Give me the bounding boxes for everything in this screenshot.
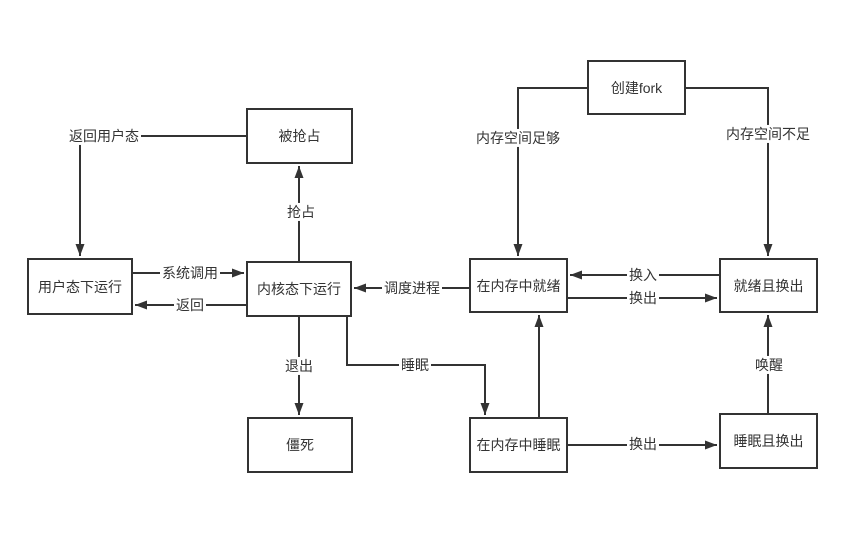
node-ready-swapped-label: 就绪且换出: [733, 277, 804, 294]
node-user-run-label: 用户态下运行: [38, 278, 122, 295]
edge-label-return: 返回: [174, 295, 206, 315]
node-create-fork: 创建fork: [587, 60, 686, 115]
node-sleep-swapped: 睡眠且换出: [719, 413, 818, 469]
edge-preempted-to-user-run: [75, 135, 246, 256]
node-zombie: 僵死: [247, 417, 353, 473]
node-ready-in-memory-label: 在内存中就绪: [476, 277, 561, 294]
edge-label-memory-enough: 内存空间足够: [474, 128, 562, 148]
edge-fork-to-ready-in-memory: [513, 87, 587, 256]
edge-label-wakeup: 唤醒: [753, 355, 785, 375]
edge-label-return-to-user: 返回用户态: [67, 126, 141, 146]
node-sleep-in-memory: 在内存中睡眠: [469, 417, 568, 473]
node-user-run: 用户态下运行: [27, 258, 133, 315]
node-preempted-label: 被抢占: [278, 128, 321, 144]
edge-label-swap-out-sleep: 换出: [627, 434, 659, 454]
edge-label-exit: 退出: [283, 356, 315, 376]
node-create-fork-label: 创建fork: [610, 79, 663, 96]
edge-label-preempt: 抢占: [285, 202, 317, 222]
node-zombie-label: 僵死: [286, 437, 314, 453]
node-kernel-run: 内核态下运行: [246, 261, 352, 317]
node-kernel-run-label: 内核态下运行: [257, 281, 341, 297]
edge-label-sleep: 睡眠: [399, 355, 431, 375]
edge-label-schedule-process: 调度进程: [382, 278, 442, 298]
edge-fork-to-ready-swapped: [686, 87, 773, 256]
node-sleep-in-memory-label: 在内存中睡眠: [476, 437, 561, 453]
node-ready-swapped: 就绪且换出: [719, 258, 818, 313]
edge-label-syscall: 系统调用: [160, 263, 220, 283]
edge-label-swap-out-ready: 换出: [627, 288, 659, 308]
node-ready-in-memory: 在内存中就绪: [469, 258, 568, 313]
node-preempted: 被抢占: [246, 108, 353, 164]
edge-label-swap-in: 换入: [627, 265, 659, 285]
node-sleep-swapped-label: 睡眠且换出: [733, 433, 804, 449]
edge-label-memory-insufficient: 内存空间不足: [724, 124, 812, 144]
